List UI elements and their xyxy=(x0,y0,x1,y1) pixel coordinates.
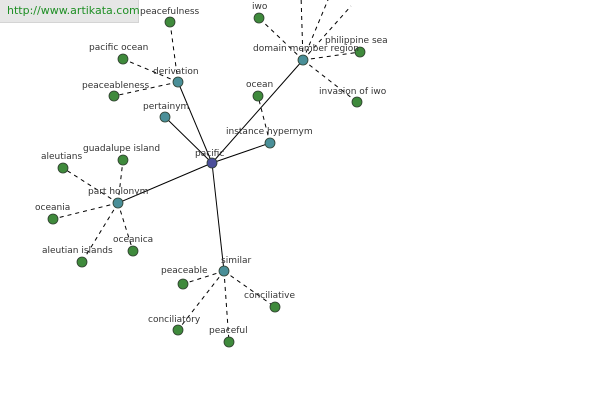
graph-node-conciliative[interactable] xyxy=(269,301,281,313)
graph-node-part-holonym[interactable] xyxy=(112,197,124,209)
graph-label-invasion-of-iwo[interactable]: invasion of iwo xyxy=(319,87,387,97)
graph-label-oceanica[interactable]: oceanica xyxy=(113,235,153,245)
graph-label-oceania[interactable]: oceania xyxy=(35,203,70,213)
graph-label-pacific-ocean[interactable]: pacific ocean xyxy=(89,43,148,53)
edge-center-similar xyxy=(211,162,225,272)
edge-part-holonym-aleutian-islands xyxy=(81,202,119,263)
graph-node-peacefulness[interactable] xyxy=(164,16,176,28)
edge-similar-peaceable xyxy=(182,270,225,285)
graph-node-philippine-sea[interactable] xyxy=(354,46,366,58)
graph-edges xyxy=(52,0,361,343)
graph-label-peaceableness[interactable]: peaceableness xyxy=(82,81,149,91)
graph-label-derivation[interactable]: derivation xyxy=(153,67,199,77)
edge-part-holonym-aleutians xyxy=(62,167,119,204)
graph-labels: pacific derivation pertainym instance hyper… xyxy=(35,2,388,336)
graph-node-peaceableness[interactable] xyxy=(108,90,120,102)
graph-node-invasion-of-iwo[interactable] xyxy=(351,96,363,108)
graph-label-peacefulness[interactable]: peacefulness xyxy=(140,7,200,17)
edge-similar-peaceful xyxy=(223,270,230,343)
graph-label-philippine-sea[interactable]: philippine sea xyxy=(325,36,388,46)
graph-node-aleutians[interactable] xyxy=(57,162,69,174)
graph-node-oceanica[interactable] xyxy=(127,245,139,257)
edge-similar-conciliative xyxy=(223,270,276,308)
graph-node-aleutian-islands[interactable] xyxy=(76,256,88,268)
edge-part-holonym-oceanica xyxy=(117,202,134,252)
graph-label-aleutian-islands[interactable]: aleutian islands xyxy=(42,246,113,256)
graph-label-aleutians[interactable]: aleutians xyxy=(41,152,83,162)
edge-derivation-peacefulness xyxy=(169,21,179,83)
graph-label-center[interactable]: pacific xyxy=(195,149,224,159)
graph-label-conciliatory[interactable]: conciliatory xyxy=(148,315,201,325)
graph-node-derivation[interactable] xyxy=(172,76,184,88)
source-url-banner[interactable]: http://www.artikata.com xyxy=(0,0,140,23)
edge-domain-member-region-philippine-sea xyxy=(302,51,361,61)
graph-label-pertainym[interactable]: pertainym xyxy=(143,102,189,112)
edge-domain-member-region-iwo xyxy=(258,17,304,61)
graph-nodes xyxy=(47,12,366,348)
edge-center-part-holonym xyxy=(117,162,213,204)
edge-center-instance-hypernym xyxy=(211,142,271,164)
edge-offscreen-0 xyxy=(300,0,304,61)
graph-label-instance-hypernym[interactable]: instance hypernym xyxy=(226,127,313,137)
graph-node-instance-hypernym[interactable] xyxy=(264,137,276,149)
edge-offscreen-1 xyxy=(302,0,329,61)
edge-part-holonym-oceania xyxy=(52,202,119,220)
graph-node-peaceable[interactable] xyxy=(177,278,189,290)
graph-label-part-holonym[interactable]: part holonym xyxy=(88,187,148,197)
edge-center-pertainym xyxy=(164,116,213,164)
edge-center-derivation xyxy=(177,81,213,164)
edge-derivation-pacific-ocean xyxy=(122,58,179,83)
graph-node-guadalupe-island[interactable] xyxy=(117,154,129,166)
graph-label-conciliative[interactable]: conciliative xyxy=(244,291,295,301)
graph-node-pertainym[interactable] xyxy=(159,111,171,123)
graph-label-guadalupe-island[interactable]: guadalupe island xyxy=(83,144,160,154)
graph-node-peaceful[interactable] xyxy=(223,336,235,348)
graph-node-domain-member-region[interactable] xyxy=(297,54,309,66)
graph-node-ocean[interactable] xyxy=(252,90,264,102)
graph-label-peaceful[interactable]: peaceful xyxy=(209,326,248,336)
graph-node-conciliatory[interactable] xyxy=(172,324,184,336)
edge-domain-member-region-invasion-of-iwo xyxy=(302,59,358,103)
graph-node-pacific-ocean[interactable] xyxy=(117,53,129,65)
source-url-link[interactable]: http://www.artikata.com xyxy=(7,4,140,17)
graph-label-ocean[interactable]: ocean xyxy=(246,80,273,90)
graph-node-oceania[interactable] xyxy=(47,213,59,225)
graph-label-similar[interactable]: similar xyxy=(221,256,251,266)
graph-node-similar[interactable] xyxy=(218,265,230,277)
graph-node-center[interactable] xyxy=(206,157,218,169)
graph-label-domain-member-region[interactable]: domain member region xyxy=(253,44,359,54)
graph-label-peaceable[interactable]: peaceable xyxy=(161,266,208,276)
graph-node-iwo[interactable] xyxy=(253,12,265,24)
edge-instance-hypernym-ocean xyxy=(257,95,271,144)
graph-label-iwo[interactable]: iwo xyxy=(252,2,268,12)
edge-center-domain-member-region xyxy=(211,59,304,164)
edge-derivation-peaceableness xyxy=(113,81,179,97)
